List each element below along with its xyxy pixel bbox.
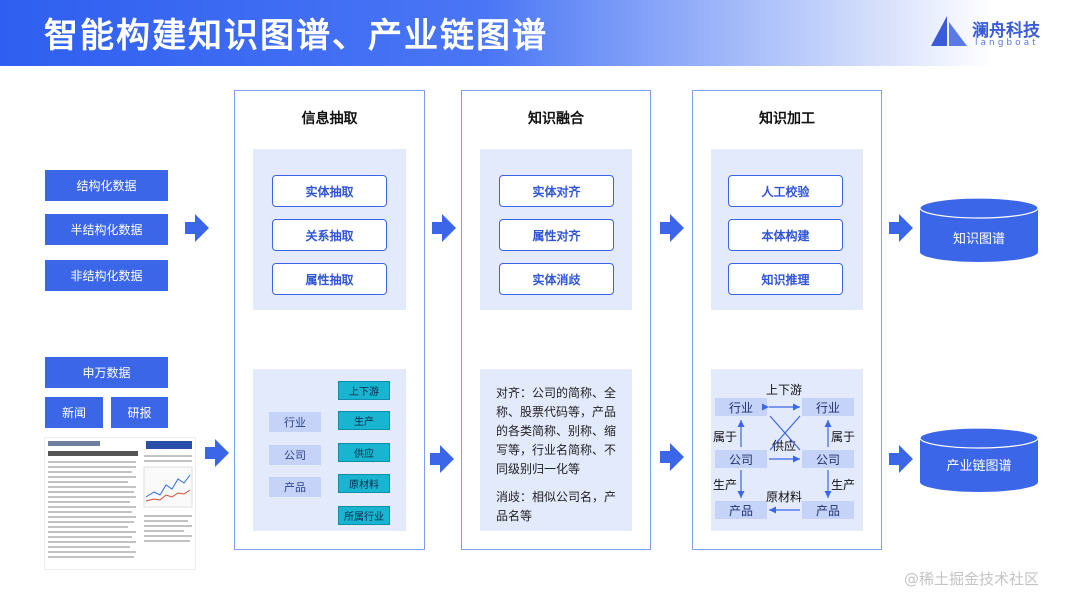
graph-edge-diagonal-2 xyxy=(769,415,801,451)
source-shenwan-data: 申万数据 xyxy=(45,357,168,388)
entity-alignment-pill: 实体对齐 xyxy=(499,175,614,207)
research-report-thumbnail xyxy=(44,437,196,570)
graph-edge-label-supply: 供应 xyxy=(772,439,797,453)
graph-edge-label-produce-right: 生产 xyxy=(831,478,856,492)
graph-node-company-left: 公司 xyxy=(715,450,767,468)
graph-node-industry-right: 行业 xyxy=(802,398,854,416)
knowledge-reasoning-pill: 知识推理 xyxy=(728,263,843,295)
graph-edge-label-belong-left: 属于 xyxy=(713,430,738,444)
stage2-title: 知识融合 xyxy=(528,111,584,127)
graph-edge-label-produce-left: 生产 xyxy=(713,478,738,492)
page-title: 智能构建知识图谱、产业链图谱 xyxy=(44,16,548,56)
logo-subtitle: langboat xyxy=(975,38,1039,48)
relation-extraction-pill: 关系抽取 xyxy=(272,219,387,251)
disambiguation-description: 消歧：相似公司名，产品名等 xyxy=(496,490,617,523)
arrow-extraction-to-fusion-bottom xyxy=(430,445,454,473)
watermark: @稀土掘金技术社区 xyxy=(904,570,1040,588)
entity-tag-product: 产品 xyxy=(269,477,321,497)
attribute-extraction-pill: 属性抽取 xyxy=(272,263,387,295)
entity-tag-industry: 行业 xyxy=(269,412,321,432)
stage3-title: 知识加工 xyxy=(759,111,815,127)
industry-kg-cylinder xyxy=(919,427,1039,492)
graph-node-product-left: 产品 xyxy=(715,501,767,519)
output-knowledge-graph: 知识图谱 xyxy=(952,232,1005,247)
source-unstructured-data: 非结构化数据 xyxy=(45,260,168,291)
arrow-sources-to-extraction-top xyxy=(185,214,209,242)
entity-tag-company: 公司 xyxy=(269,445,321,465)
source-news: 新闻 xyxy=(45,397,103,428)
graph-node-company-right: 公司 xyxy=(802,450,854,468)
attribute-alignment-pill: 属性对齐 xyxy=(499,219,614,251)
graph-node-industry-left: 行业 xyxy=(715,398,767,416)
source-research-report: 研报 xyxy=(111,397,168,428)
ontology-construction-pill: 本体构建 xyxy=(728,219,843,251)
entity-disambiguation-pill: 实体消歧 xyxy=(499,263,614,295)
arrow-fusion-to-processing-bottom xyxy=(660,443,684,471)
entity-extraction-pill: 实体抽取 xyxy=(272,175,387,207)
graph-node-product-right: 产品 xyxy=(802,501,854,519)
graph-edge-label-raw-material: 原材料 xyxy=(766,490,803,504)
source-structured-data: 结构化数据 xyxy=(45,170,168,201)
manual-verification-pill: 人工校验 xyxy=(728,175,843,207)
arrow-extraction-to-fusion-top xyxy=(432,214,456,242)
arrow-processing-to-kg xyxy=(889,214,913,242)
kg-cylinder xyxy=(919,197,1039,262)
arrow-sources-to-extraction-bottom xyxy=(205,439,229,467)
alignment-description: 对齐：公司的简称、全称、股票代码等，产品的各类简称、别称、缩写等，行业名简称、不… xyxy=(496,386,617,476)
stage1-title: 信息抽取 xyxy=(301,111,358,127)
relation-tag-raw-material: 原材料 xyxy=(338,474,390,493)
header-banner xyxy=(0,0,1080,66)
output-industry-chain-graph: 产业链图谱 xyxy=(946,459,1012,474)
relation-tag-supply: 供应 xyxy=(338,443,390,462)
graph-edge-label-up-downstream: 上下游 xyxy=(766,383,803,397)
langboat-logo-icon xyxy=(931,16,967,46)
arrow-processing-to-industry-kg xyxy=(889,445,913,473)
logo-name: 澜舟科技 xyxy=(972,21,1040,41)
graph-edge-label-belong-right: 属于 xyxy=(831,430,856,444)
relation-tag-industry-belong: 所属行业 xyxy=(338,506,390,525)
source-semi-structured-data: 半结构化数据 xyxy=(45,214,168,245)
relation-tag-produce: 生产 xyxy=(338,411,390,430)
arrow-fusion-to-processing-top xyxy=(660,214,684,242)
stage2-example-panel xyxy=(480,369,632,531)
relation-tag-up-downstream: 上下游 xyxy=(338,381,390,400)
